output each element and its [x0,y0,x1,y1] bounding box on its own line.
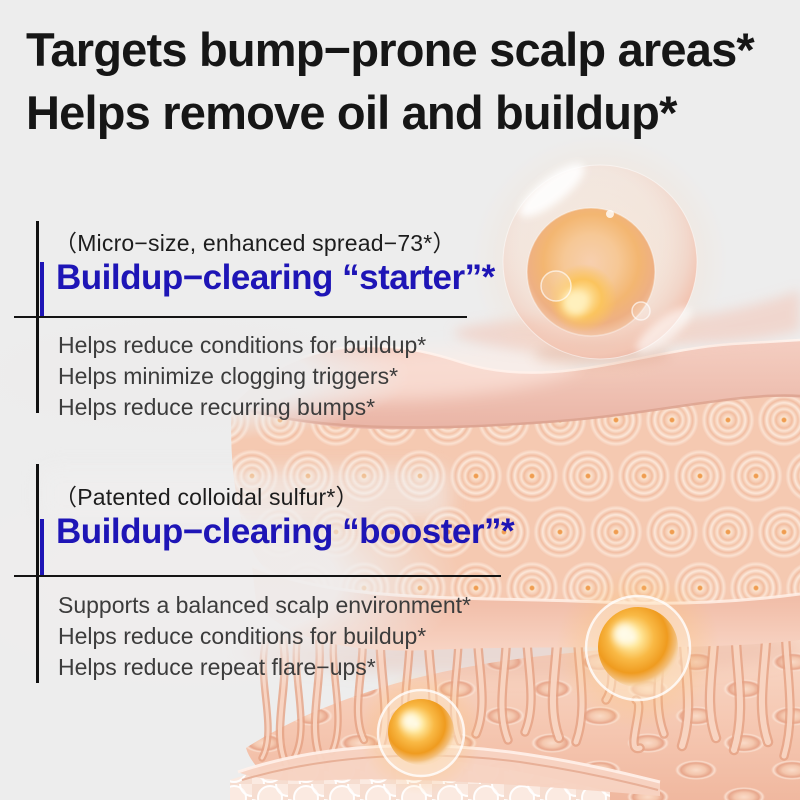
benefit-item: Helps reduce recurring bumps* [58,394,376,420]
callout-starter-tagline: （Micro−size, enhanced spread−73*） [54,230,456,256]
benefit-item: Helps minimize clogging triggers* [58,363,399,389]
benefit-item: Helps reduce conditions for buildup* [58,623,427,649]
callout-starter-divider [14,316,467,318]
serum-bubble [472,134,728,390]
headline-line1: Targets bump−prone scalp areas* [26,23,755,76]
benefit-item: Supports a balanced scalp environment* [58,592,471,618]
benefit-item: Helps reduce conditions for buildup* [58,332,427,358]
glow-orb-small [359,671,483,795]
glow-orb-large [556,566,720,730]
callout-booster-vertical-line [36,464,39,683]
callout-booster-accent-bar [40,519,44,576]
callout-starter-heading: Buildup−clearing “starter”* [56,258,495,297]
callout-booster-tagline: （Patented colloidal sulfur*） [54,484,359,510]
callout-booster-benefit-list: Supports a balanced scalp environment* H… [58,590,471,683]
callout-booster-heading: Buildup−clearing “booster”* [56,512,515,551]
headline-line2: Helps remove oil and buildup* [26,86,677,139]
callout-booster-divider [14,575,501,577]
benefit-item: Helps reduce repeat flare−ups* [58,654,376,680]
callout-starter-accent-bar [40,262,44,318]
headline: Targets bump−prone scalp areas* Helps re… [26,18,755,144]
callout-starter-benefit-list: Helps reduce conditions for buildup* Hel… [58,330,426,423]
